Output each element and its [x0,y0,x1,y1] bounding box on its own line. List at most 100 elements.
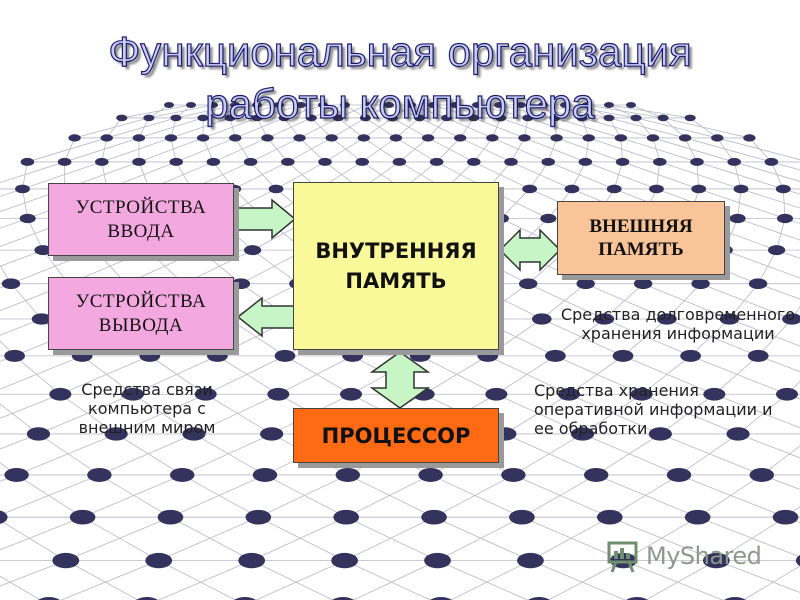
note-io-devices: Средства связи компьютера с внешним миро… [78,380,216,437]
grid-node [729,213,746,224]
grid-node [764,157,779,166]
grid-node [169,157,183,166]
grid-node [775,184,791,194]
grid-node [359,114,371,122]
grid-nodes [0,102,800,600]
grid-node [234,597,256,600]
grid-node [614,134,628,142]
presentation-board-icon [607,541,638,573]
grid-node [630,114,642,122]
grid-node [576,114,588,122]
grid-node [582,102,592,108]
grid-node [795,554,800,567]
grid-node [392,157,407,166]
grid-node [231,278,251,290]
grid-node [384,102,394,108]
grid-node [333,509,360,525]
grid-node [386,114,399,122]
grid-node [170,114,182,122]
grid-node [145,552,173,569]
processor-block: ПРОЦЕССОР [293,408,499,463]
grid-node [517,552,544,569]
grid-node [104,427,128,441]
grid-node [666,467,692,482]
grid-node [100,134,113,142]
grid-node [684,509,711,525]
grid-node [357,134,370,142]
grid-node [389,134,403,142]
grid-node [95,157,109,166]
grid-node [748,278,768,290]
grid-node [702,552,730,569]
grid-node [318,102,328,108]
grid-node [122,387,144,401]
input-devices-label: УСТРОЙСТВА ВВОДА [75,196,207,242]
grid-node [691,184,707,194]
grid-node [550,134,563,142]
grid-node [703,387,726,401]
external-memory-block: ВНЕШНЯЯ ПАМЯТЬ [557,201,725,275]
grid-node [782,313,800,325]
watermark-logo: MyShared [606,538,766,574]
output-devices-label: УСТРОЙСТВА ВЫВОДА [75,290,207,336]
grid-node [196,134,210,142]
grid-node [522,184,538,194]
grid-node [680,349,701,362]
grid-node [69,509,96,525]
grid-node [564,184,580,194]
grid-node [772,509,799,525]
grid-node [612,349,634,362]
grid-node [630,387,653,401]
grid-node [268,184,284,194]
input-devices-block: УСТРОЙСТВА ВВОДА [48,183,234,256]
output-devices-block: УСТРОЙСТВА ВЫВОДА [48,277,234,350]
grid-node [768,245,786,256]
grid-node [691,278,710,290]
grid-node [733,184,749,194]
grid-node [139,349,161,362]
grid-node [493,427,517,441]
grid-node [421,134,435,142]
grid-node [519,278,538,290]
grid-node [615,157,630,166]
grid-node [274,102,284,108]
grid-node [428,102,438,108]
grid-node [653,157,667,166]
grid-node [230,102,240,108]
grid-node [278,114,290,122]
grid-node [418,467,443,482]
grid-node [571,427,595,441]
grid-node [136,597,158,600]
grid-node [606,184,622,194]
grid-node [719,313,740,325]
grid-node [208,102,218,108]
grid-node [584,467,609,482]
grid-node [777,213,793,224]
grid-node [711,134,724,142]
grid-node [186,102,196,108]
grid-node [657,114,669,122]
grid-node [726,427,750,441]
grid-node [164,134,178,142]
grid-node [516,102,526,108]
grid-node [132,157,146,166]
grid-node [560,102,570,108]
grid-node [603,114,615,122]
grid-node [296,102,306,108]
grid-node [71,349,93,362]
grid-node [690,157,704,166]
grid-node [157,509,184,525]
grid-node [1,278,21,290]
grid-node [243,157,258,166]
grid-node [116,114,128,122]
grid-node [494,102,504,108]
grid-node [541,157,555,166]
grid-node [421,509,447,525]
grid-node [4,349,25,362]
arrow-memory-external-bidirectional [498,228,562,272]
grid-node [522,114,534,122]
grid-node [657,313,677,325]
grid-node [472,102,482,108]
grid-node [424,552,451,569]
